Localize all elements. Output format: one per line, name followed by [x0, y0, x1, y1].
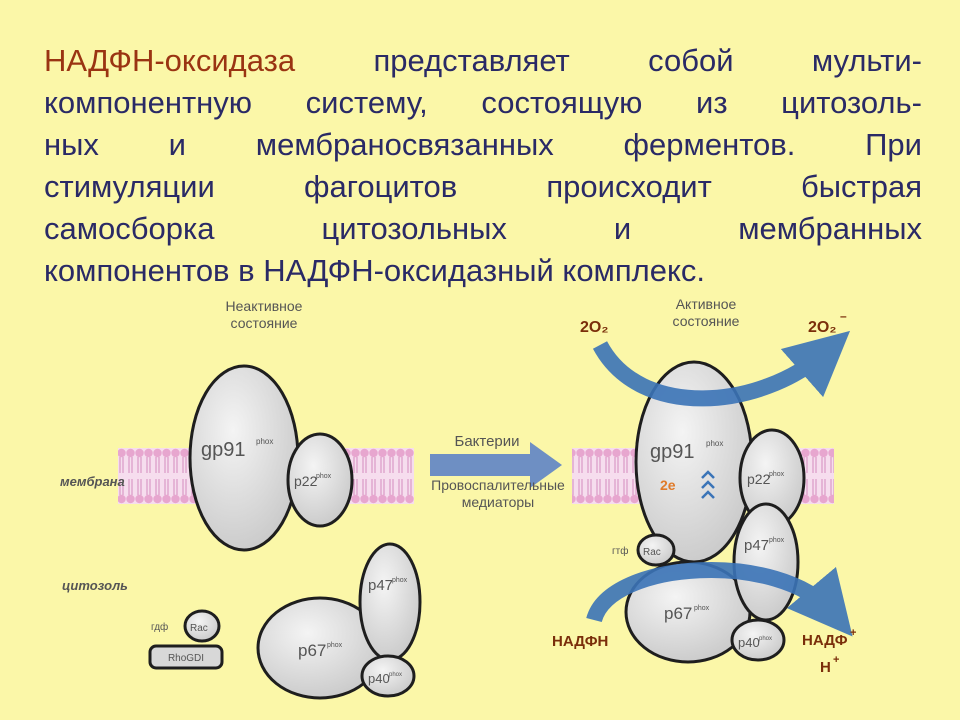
rhogdi-label: RhoGDI [168, 653, 204, 664]
rac-active-label: Rac [643, 547, 661, 558]
text-line-5: самосборка цитозольных и мембранных [44, 211, 922, 246]
rhogdi-box: RhoGDI [148, 644, 224, 670]
nadp-label: НАДФ [802, 632, 848, 649]
p47-active-phox: phox [769, 537, 785, 544]
membrane-label: мембрана [60, 474, 125, 489]
inactive-title-1: Неактивное [226, 298, 303, 314]
rac-inactive: гдф Rac [151, 609, 221, 643]
arrow-label-top: Бактерии [454, 433, 519, 450]
o2-right-sup: – [840, 309, 847, 323]
gdp-label: гдф [151, 621, 168, 633]
p47-active: p47 phox [732, 502, 800, 622]
highlight-term: НАДФН-оксидаза [44, 43, 296, 78]
arrow-label-bottom-2: медиаторы [462, 494, 534, 510]
p67-inactive-label: p67 [298, 641, 326, 660]
rac-active: гтф Rac [612, 533, 676, 567]
p22-inactive: p22 phox [286, 432, 354, 528]
arrow-label-bottom-1: Провоспалительные [431, 477, 565, 493]
cytosol-label: цитозоль [62, 578, 128, 593]
p40-inactive-phox: phox [389, 672, 402, 678]
p40-active-phox: phox [759, 636, 772, 642]
p40-inactive: p40 phox [360, 654, 416, 698]
p40-active: p40 phox [730, 618, 786, 662]
electron-transfer-icon [701, 470, 715, 499]
inactive-title-2: состояние [231, 315, 298, 331]
gp91-inactive-phox: phox [256, 437, 273, 446]
p67-inactive: p67 phox [256, 596, 384, 700]
h-sup: + [833, 654, 839, 666]
gp91-active-phox: phox [706, 439, 723, 448]
p47-inactive-label: p47 [368, 577, 393, 594]
gtp-label: гтф [612, 545, 628, 557]
p22-active-label: p22 [747, 471, 771, 487]
gp91-active: gp91 phox 2e [634, 360, 754, 564]
text-line-4: стимуляции фагоцитов происходит быстрая [44, 169, 922, 204]
active-title-2: состояние [673, 313, 740, 329]
two-electron-label: 2e [660, 477, 676, 493]
p67-inactive-phox: phox [327, 642, 343, 649]
p47-inactive-phox: phox [392, 577, 408, 584]
p22-inactive-phox: phox [316, 473, 332, 480]
o2-right-label: 2O₂ [808, 319, 836, 336]
nadph-label: НАДФН [552, 633, 608, 650]
description-paragraph: НАДФН-оксидаза представляет собой мульти… [44, 40, 922, 292]
active-title-1: Активное [676, 296, 737, 312]
gp91-active-label: gp91 [650, 441, 695, 463]
gp91-inactive-label: gp91 [201, 439, 246, 461]
p22-active-phox: phox [769, 471, 785, 478]
p47-active-label: p47 [744, 537, 769, 554]
p40-inactive-label: p40 [368, 671, 390, 686]
text-line-1: НАДФН-оксидаза представляет собой мульти… [44, 40, 922, 82]
p22-active: p22 phox [738, 428, 806, 528]
p67-active-phox: phox [694, 605, 710, 612]
rac-inactive-label: Rac [190, 623, 208, 634]
text-line-2: компонентную систему, состоящую из цитоз… [44, 85, 922, 120]
p67-active-label: p67 [664, 604, 692, 623]
p40-active-label: p40 [738, 635, 760, 650]
o2-left-label: 2O₂ [580, 319, 608, 336]
gp91-inactive: gp91 phox [188, 364, 300, 552]
text-line-6: компонентов в НАДФН-оксидазный комплекс. [44, 253, 706, 288]
p47-inactive: p47 phox [358, 542, 422, 662]
text-line-1-rest: представляет собой мульти- [295, 43, 922, 78]
text-line-3: ных и мембраносвязанных ферментов. При [44, 127, 922, 162]
h-label: Н [820, 659, 831, 676]
nadph-arrow [586, 562, 853, 637]
activation-arrow [430, 442, 562, 488]
p67-active: p67 phox [624, 560, 752, 664]
p22-inactive-label: p22 [294, 473, 318, 489]
superoxide-arrow [592, 330, 851, 407]
nadp-sup: + [850, 627, 856, 639]
